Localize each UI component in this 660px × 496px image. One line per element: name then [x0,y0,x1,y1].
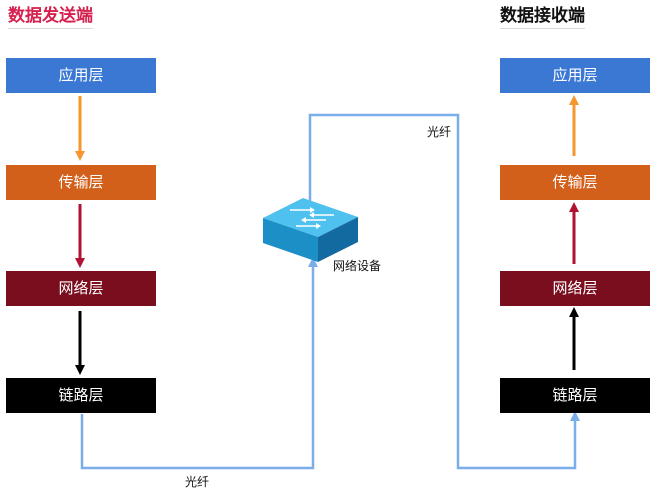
network-switch-icon [263,198,358,262]
network-device-label: 网络设备 [333,259,382,273]
fiber-link-to-device [80,257,318,470]
receiver-application-layer: 应用层 [500,58,650,93]
receiver-network-layer: 网络层 [500,271,650,306]
receiver-transport-layer: 传输层 [500,165,650,200]
sender-network-layer: 网络层 [6,271,156,306]
sender-title: 数据发送端 [8,6,93,29]
sender-transport-layer: 传输层 [6,165,156,200]
receiver-title: 数据接收端 [500,6,585,29]
sender-link-layer: 链路层 [6,378,156,413]
fiber-link-to-receiver [308,113,580,470]
fiber-label-top: 光纤 [427,125,452,139]
receiver-link-layer: 链路层 [500,378,650,413]
fiber-label-bottom: 光纤 [185,475,210,489]
sender-application-layer: 应用层 [6,58,156,93]
